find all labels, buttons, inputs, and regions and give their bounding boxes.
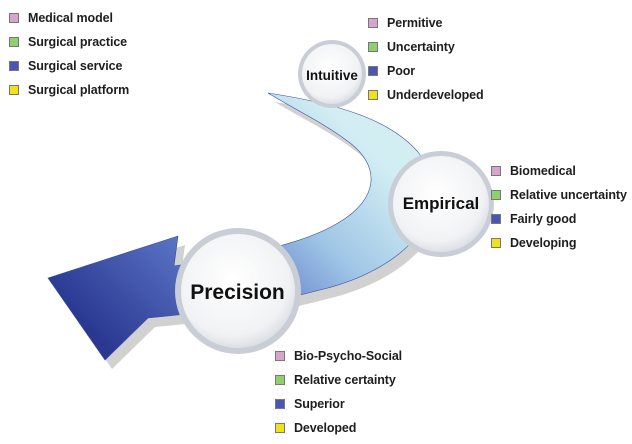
attribute-label: Biomedical — [510, 163, 576, 178]
pink-swatch-icon — [9, 12, 19, 23]
attribute-label: Developing — [510, 235, 577, 250]
precision-circle — [175, 228, 301, 354]
attribute-label: Uncertainty — [387, 39, 455, 54]
precision-attributes: Bio-Psycho-Social Relative certainty Sup… — [275, 348, 402, 444]
attribute-label: Poor — [387, 63, 416, 78]
category-legend: Medical model Surgical practice Surgical… — [9, 10, 129, 106]
legend-item: Surgical service — [9, 58, 129, 73]
pink-swatch-icon — [368, 17, 378, 28]
attribute-label: Bio-Psycho-Social — [294, 348, 403, 363]
attribute-item: Bio-Psycho-Social — [275, 348, 402, 363]
attribute-label: Underdeveloped — [387, 87, 484, 102]
attribute-item: Uncertainty — [368, 39, 484, 54]
progression-diagram — [47, 40, 494, 369]
yellow-swatch-icon — [491, 237, 501, 248]
attribute-item: Developed — [275, 420, 402, 435]
blue-swatch-icon — [368, 65, 378, 76]
yellow-swatch-icon — [368, 89, 378, 100]
attribute-label: Relative certainty — [294, 372, 396, 387]
blue-swatch-icon — [275, 398, 285, 409]
attribute-label: Developed — [294, 420, 357, 435]
attribute-item: Superior — [275, 396, 402, 411]
attribute-item: Poor — [368, 63, 484, 78]
attribute-item: Underdeveloped — [368, 87, 484, 102]
attribute-label: Permitive — [387, 15, 443, 30]
blue-swatch-icon — [9, 60, 19, 71]
green-swatch-icon — [368, 41, 378, 52]
yellow-swatch-icon — [275, 422, 285, 433]
legend-label: Medical model — [28, 10, 113, 25]
attribute-label: Superior — [294, 396, 345, 411]
empirical-attributes: Biomedical Relative uncertainty Fairly g… — [491, 163, 627, 259]
attribute-item: Permitive — [368, 15, 484, 30]
legend-label: Surgical practice — [28, 34, 128, 49]
intuitive-attributes: Permitive Uncertainty Poor Underdevelope… — [368, 15, 484, 111]
progression-arrow — [47, 92, 434, 361]
legend-item: Medical model — [9, 10, 129, 25]
legend-item: Surgical platform — [9, 82, 129, 97]
attribute-item: Relative uncertainty — [491, 187, 627, 202]
legend-label: Surgical service — [28, 58, 123, 73]
attribute-item: Relative certainty — [275, 372, 402, 387]
intuitive-circle — [298, 40, 366, 108]
empirical-circle — [388, 151, 494, 257]
pink-swatch-icon — [491, 165, 501, 176]
yellow-swatch-icon — [9, 84, 19, 95]
pink-swatch-icon — [275, 350, 285, 361]
attribute-item: Developing — [491, 235, 627, 250]
green-swatch-icon — [491, 189, 501, 200]
attribute-label: Fairly good — [510, 211, 577, 226]
attribute-item: Fairly good — [491, 211, 627, 226]
legend-label: Surgical platform — [28, 82, 130, 97]
attribute-item: Biomedical — [491, 163, 627, 178]
green-swatch-icon — [275, 374, 285, 385]
green-swatch-icon — [9, 36, 19, 47]
legend-item: Surgical practice — [9, 34, 129, 49]
attribute-label: Relative uncertainty — [510, 187, 627, 202]
blue-swatch-icon — [491, 213, 501, 224]
